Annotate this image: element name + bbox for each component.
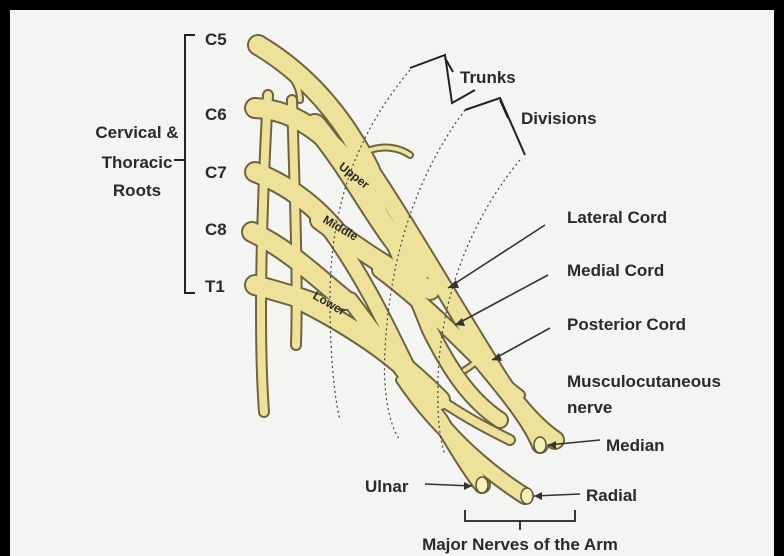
roots-group-label-line2: Thoracic bbox=[102, 153, 173, 172]
median-label: Median bbox=[606, 436, 665, 455]
radial-label: Radial bbox=[586, 486, 637, 505]
roots-group-label-line3: Roots bbox=[113, 181, 161, 200]
root-c6: C6 bbox=[205, 105, 227, 124]
ulnar-label: Ulnar bbox=[365, 477, 409, 496]
root-c7: C7 bbox=[205, 163, 227, 182]
lateral-cord-label: Lateral Cord bbox=[567, 208, 667, 227]
musculocutaneous-label-line2: nerve bbox=[567, 398, 612, 417]
root-c8: C8 bbox=[205, 220, 227, 239]
medial-cord-label: Medial Cord bbox=[567, 261, 664, 280]
ulnar-end bbox=[476, 477, 488, 493]
root-c5: C5 bbox=[205, 30, 227, 49]
root-t1: T1 bbox=[205, 277, 225, 296]
major-nerves-label: Major Nerves of the Arm bbox=[422, 535, 618, 554]
diagram-panel: Cervical & Thoracic Roots C5 C6 C7 C8 T1… bbox=[10, 10, 774, 556]
brachial-plexus-diagram: Cervical & Thoracic Roots C5 C6 C7 C8 T1… bbox=[10, 10, 774, 556]
trunks-label: Trunks bbox=[460, 68, 516, 87]
divisions-bracket bbox=[465, 98, 525, 155]
median-end bbox=[534, 437, 546, 453]
musculocutaneous-label-line1: Musculocutaneous bbox=[567, 372, 721, 391]
roots-group-label-line1: Cervical & bbox=[95, 123, 178, 142]
major-nerves-bracket bbox=[465, 510, 575, 530]
nerve-bundle bbox=[252, 45, 555, 496]
posterior-cord-label: Posterior Cord bbox=[567, 315, 686, 334]
roots-bracket bbox=[174, 35, 195, 293]
radial-end bbox=[521, 488, 533, 504]
divisions-label: Divisions bbox=[521, 109, 597, 128]
